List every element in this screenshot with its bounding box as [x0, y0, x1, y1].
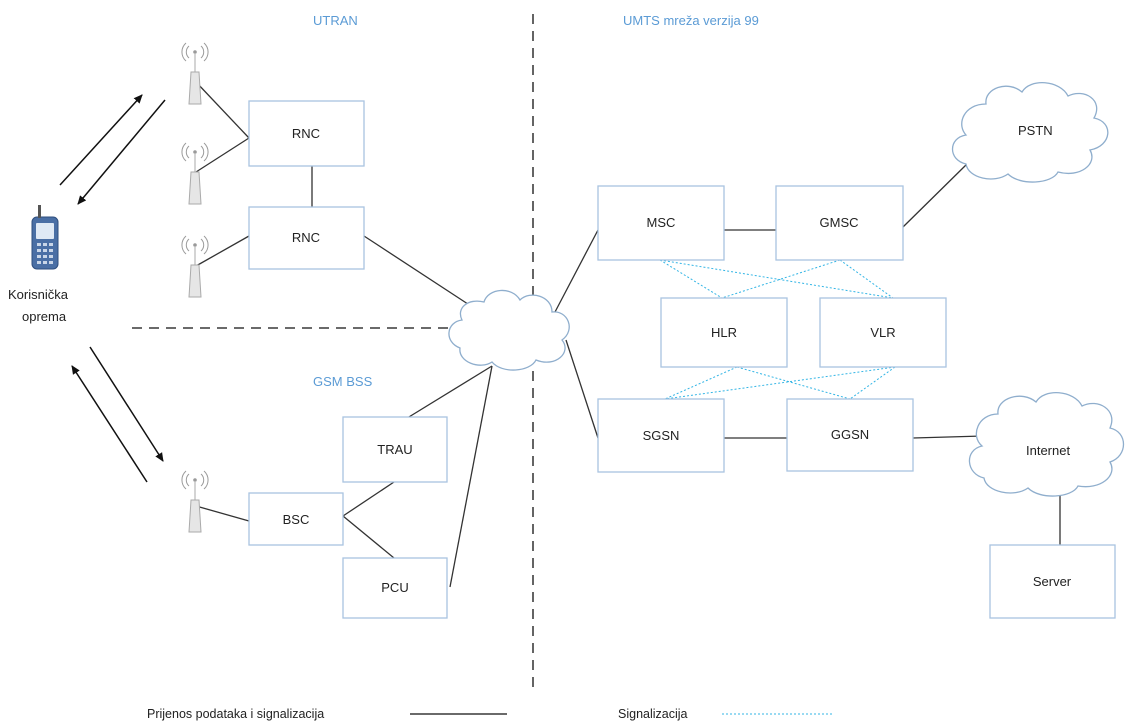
- data-links: [195, 81, 1061, 588]
- pcu-label: PCU: [381, 580, 408, 595]
- antenna-icon-gsm: [181, 470, 209, 533]
- vlr-node: VLR: [819, 297, 947, 368]
- core-network-cloud: [448, 289, 570, 371]
- pstn-label: PSTN: [1018, 123, 1053, 138]
- vlr-label: VLR: [870, 325, 895, 340]
- trau-label: TRAU: [377, 442, 412, 457]
- gmsc-label: GMSC: [820, 215, 859, 230]
- link-bsc-pcu: [342, 515, 395, 559]
- msc-label: MSC: [647, 215, 676, 230]
- bsc-label: BSC: [283, 512, 310, 527]
- bsc-node: BSC: [248, 492, 344, 546]
- sig-vlr-ggsn: [849, 366, 896, 400]
- sig-hlr-sgsn: [664, 366, 738, 400]
- region-label-gsm-bss: GSM BSS: [313, 374, 373, 389]
- pcu-node: PCU: [342, 557, 448, 619]
- sig-hlr-ggsn: [736, 366, 851, 400]
- arrow-downlink-gsm: [89, 346, 164, 462]
- arrow-downlink-utran: [77, 99, 166, 205]
- internet-label: Internet: [1026, 443, 1070, 458]
- sgsn-label: SGSN: [643, 428, 680, 443]
- user-equipment-label-line2: oprema: [22, 309, 67, 324]
- server-label: Server: [1033, 574, 1072, 589]
- region-label-utran: UTRAN: [313, 13, 358, 28]
- region-label-core: UMTS mreža verzija 99: [623, 13, 759, 28]
- link-antenna1-rnc: [195, 81, 250, 139]
- link-ggsn-internet: [912, 435, 984, 439]
- server-node: Server: [989, 544, 1116, 619]
- rnc-top-label: RNC: [292, 126, 320, 141]
- link-antenna3-rnc: [195, 235, 250, 267]
- internet-cloud: Internet: [968, 391, 1125, 497]
- msc-node: MSC: [597, 185, 725, 261]
- link-antenna2-rnc: [195, 137, 250, 173]
- ggsn-node: GGSN: [786, 398, 914, 472]
- antenna-icon-utran-3: [181, 235, 209, 298]
- link-rnc-cloud: [363, 235, 475, 309]
- sig-gmsc-hlr: [721, 259, 841, 299]
- link-gmsc-pstn: [902, 162, 969, 228]
- hlr-node: HLR: [660, 297, 788, 368]
- sig-vlr-sgsn: [664, 366, 896, 400]
- signaling-links: [659, 259, 896, 400]
- antenna-icon-utran-2: [181, 142, 209, 205]
- user-equipment-label-line1: Korisnička: [8, 287, 69, 302]
- trau-node: TRAU: [342, 416, 448, 483]
- sig-msc-vlr: [659, 259, 894, 299]
- rnc-bottom-label: RNC: [292, 230, 320, 245]
- hlr-label: HLR: [711, 325, 737, 340]
- arrow-uplink-utran: [59, 94, 143, 186]
- link-cloud-trau: [403, 365, 493, 421]
- arrow-uplink-gsm: [71, 365, 148, 483]
- pstn-cloud: PSTN: [951, 81, 1109, 183]
- link-cloud-msc: [554, 229, 599, 313]
- link-antenna4-bsc: [195, 505, 250, 522]
- sig-gmsc-vlr: [839, 259, 894, 299]
- mobile-phone-icon: [31, 205, 59, 270]
- legend-signaling-label: Signalizacija: [618, 707, 688, 721]
- radio-link-arrows: [59, 94, 166, 483]
- sig-msc-hlr: [659, 259, 723, 299]
- ggsn-label: GGSN: [831, 427, 869, 442]
- rnc-top-node: RNC: [248, 100, 365, 167]
- gmsc-node: GMSC: [775, 185, 904, 261]
- link-cloud-sgsn: [565, 339, 599, 439]
- sgsn-node: SGSN: [597, 398, 725, 473]
- link-cloud-pcu: [449, 365, 493, 588]
- legend: Prijenos podataka i signalizacija Signal…: [147, 707, 832, 721]
- legend-data-signaling-label: Prijenos podataka i signalizacija: [147, 707, 324, 721]
- link-bsc-trau: [342, 481, 395, 517]
- antenna-icon-utran-1: [181, 42, 209, 105]
- rnc-bottom-node: RNC: [248, 206, 365, 270]
